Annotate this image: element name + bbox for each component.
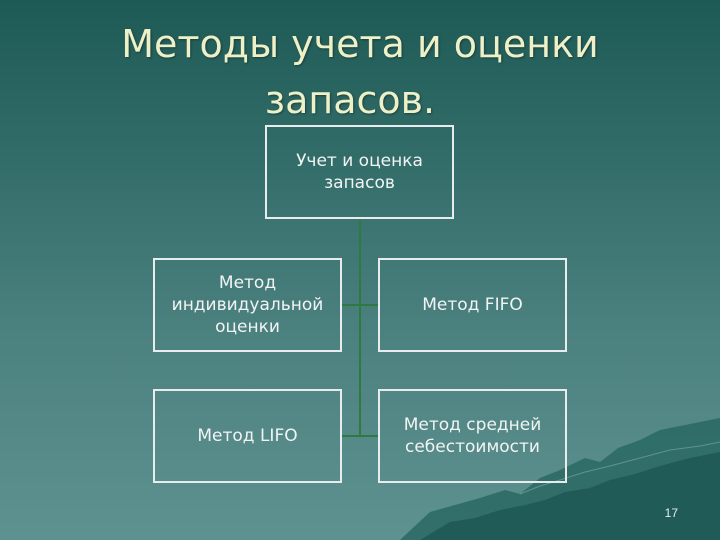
node-average-cost-method: Метод средней себестоимости xyxy=(378,389,567,483)
slide-title-line1: Методы учета и оценки xyxy=(121,22,599,66)
slide-title-line2: запасов. xyxy=(264,78,436,122)
page-number: 17 xyxy=(664,506,678,520)
slide-title: Методы учета и оценки запасов. xyxy=(60,16,660,128)
mountain-highlight xyxy=(519,441,720,495)
mountain-front xyxy=(420,452,720,540)
node-individual-method: Метод индивидуальной оценки xyxy=(153,258,342,352)
node-fifo-method: Метод FIFO xyxy=(378,258,567,352)
root-node: Учет и оценка запасов xyxy=(265,125,454,219)
node-lifo-method: Метод LIFO xyxy=(153,389,342,483)
